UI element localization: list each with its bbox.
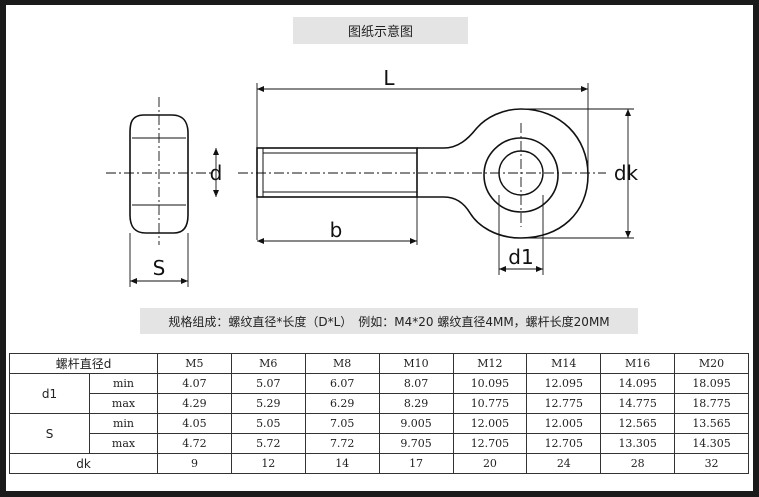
table-cell: 24	[526, 453, 602, 474]
table-cell: 6.07	[304, 373, 380, 394]
table-cell: 14.095	[600, 373, 676, 394]
column-header: M5	[157, 353, 232, 374]
row-sublabel-max: max	[89, 393, 158, 414]
column-header: M8	[304, 353, 380, 374]
table-cell: 6.29	[304, 393, 380, 414]
column-header: M20	[674, 353, 749, 374]
column-header: M16	[600, 353, 676, 374]
table-cell: 14.305	[674, 433, 749, 454]
table-cell: 5.29	[230, 393, 306, 414]
table-cell: 14	[304, 453, 380, 474]
column-header: M6	[230, 353, 306, 374]
row-sublabel-min: min	[89, 373, 158, 394]
column-header: M12	[452, 353, 528, 374]
table-cell: 7.05	[304, 413, 380, 434]
table-cell: 14.775	[600, 393, 676, 414]
table-cell: 28	[600, 453, 676, 474]
row-sublabel-max: max	[89, 433, 158, 454]
table-cell: 12.775	[526, 393, 602, 414]
label-S: S	[153, 256, 166, 280]
table-row: dk 9 12 14 17 20 24 28 32	[9, 453, 749, 474]
table-cell: 4.07	[157, 373, 232, 394]
table-cell: 12.005	[452, 413, 528, 434]
row-sublabel-min: min	[89, 413, 158, 434]
table-cell: 7.72	[304, 433, 380, 454]
table-cell: 13.565	[674, 413, 749, 434]
table-cell: 10.775	[452, 393, 528, 414]
label-dk: dk	[614, 161, 639, 185]
table-cell: 12	[230, 453, 306, 474]
table-cell: 8.29	[378, 393, 454, 414]
table-cell: 12.005	[526, 413, 602, 434]
label-L: L	[383, 66, 395, 90]
table-cell: 32	[674, 453, 749, 474]
eye-bolt-drawing: L d dk b d1 S	[106, 66, 639, 287]
table-cell: 12.095	[526, 373, 602, 394]
eye-head	[417, 108, 589, 239]
row-label-dk: dk	[9, 453, 158, 474]
spec-sheet: 图纸示意图	[6, 5, 753, 491]
table-cell: 4.05	[157, 413, 232, 434]
table-cell: 18.095	[674, 373, 749, 394]
row-label-d1: d1	[9, 373, 90, 414]
table-cell: 18.775	[674, 393, 749, 414]
label-b: b	[330, 218, 343, 242]
table-cell: 10.095	[452, 373, 528, 394]
table-cell: 8.07	[378, 373, 454, 394]
table-row: max 4.72 5.72 7.72 9.705 12.705 12.705 1…	[10, 433, 749, 454]
table-cell: 5.05	[230, 413, 306, 434]
table-cell: 12.705	[452, 433, 528, 454]
label-d1: d1	[508, 245, 533, 269]
table-cell: 12.705	[526, 433, 602, 454]
table-cell: 9.005	[378, 413, 454, 434]
threaded-shaft	[256, 147, 418, 198]
table-cell: 4.72	[157, 433, 232, 454]
row-label-s: S	[9, 413, 90, 454]
table-cell: 20	[452, 453, 528, 474]
table-cell: 9	[157, 453, 232, 474]
spec-caption: 规格组成：螺纹直径*长度（D*L） 例如：M4*20 螺纹直径4MM，螺杆长度2…	[140, 308, 638, 334]
table-corner-cell: 螺杆直径d	[9, 353, 158, 374]
table-row: S min 4.05 5.05 7.05 9.005 12.005 12.005…	[9, 413, 749, 454]
table-cell: 17	[378, 453, 454, 474]
table-cell: 13.305	[600, 433, 676, 454]
spec-table: 螺杆直径d M5 M6 M8 M10 M12 M14 M16 M20 d1 mi…	[9, 353, 749, 474]
table-cell: 9.705	[378, 433, 454, 454]
side-view-profile	[129, 114, 189, 234]
table-cell: 5.07	[230, 373, 306, 394]
table-row: max 4.29 5.29 6.29 8.29 10.775 12.775 14…	[10, 393, 749, 414]
table-cell: 4.29	[157, 393, 232, 414]
table-cell: 5.72	[230, 433, 306, 454]
column-header: M10	[378, 353, 454, 374]
table-cell: 12.565	[600, 413, 676, 434]
column-header: M14	[526, 353, 602, 374]
table-row: d1 min 4.07 5.07 6.07 8.07 10.095 12.095…	[9, 373, 749, 414]
drawing-title: 图纸示意图	[293, 17, 468, 44]
label-d: d	[210, 161, 223, 185]
table-header-row: 螺杆直径d M5 M6 M8 M10 M12 M14 M16 M20	[9, 353, 749, 374]
